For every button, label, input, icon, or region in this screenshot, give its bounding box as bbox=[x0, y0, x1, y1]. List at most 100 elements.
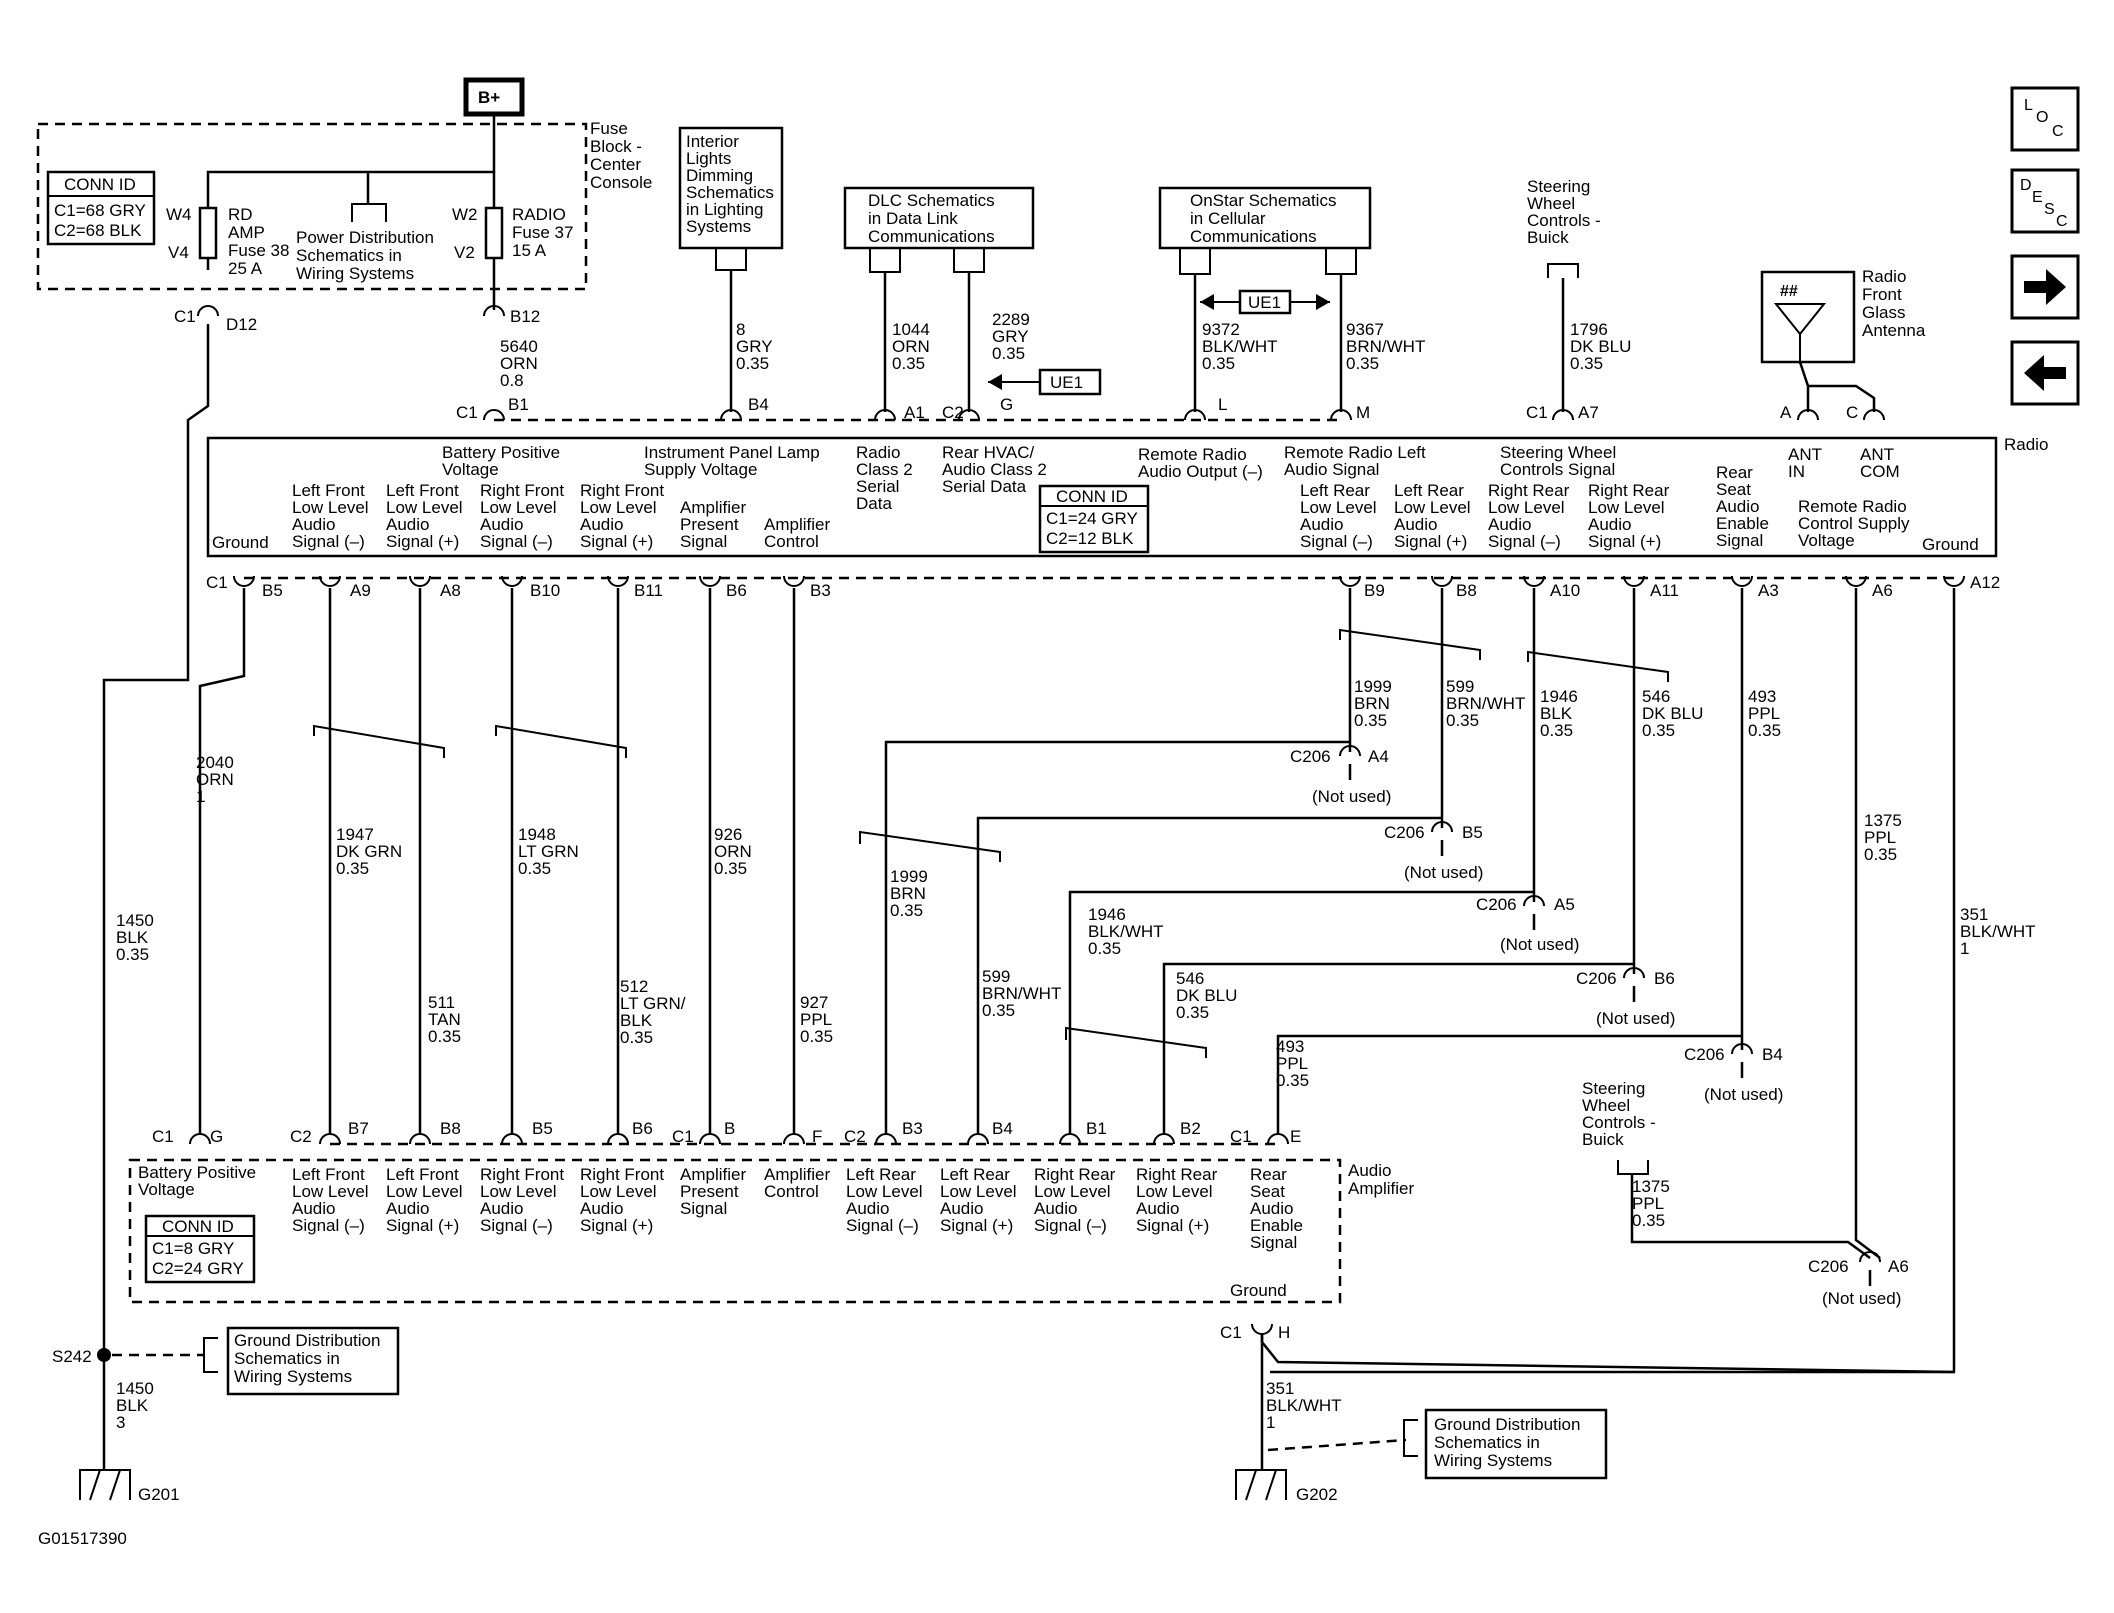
prev-page-button[interactable] bbox=[2010, 340, 2080, 406]
svg-text:C: C bbox=[2056, 213, 2068, 230]
svg-text:0.35: 0.35 bbox=[1202, 354, 1235, 373]
svg-text:Signal (–): Signal (–) bbox=[480, 1216, 553, 1235]
svg-text:546: 546 bbox=[1642, 687, 1670, 706]
svg-text:Signal (+): Signal (+) bbox=[580, 532, 653, 551]
next-page-button[interactable] bbox=[2010, 254, 2080, 320]
svg-text:Right Rear: Right Rear bbox=[1588, 481, 1670, 500]
arrow-left-icon bbox=[2024, 355, 2066, 391]
fuse-block-outline bbox=[36, 122, 588, 291]
svg-text:Communications: Communications bbox=[1190, 227, 1317, 246]
svg-text:M: M bbox=[1356, 403, 1370, 422]
svg-text:Console: Console bbox=[590, 173, 652, 192]
svg-text:PPL: PPL bbox=[1632, 1194, 1664, 1213]
svg-text:PPL: PPL bbox=[1276, 1054, 1308, 1073]
svg-text:C1=24 GRY: C1=24 GRY bbox=[1046, 509, 1138, 528]
svg-text:Signal: Signal bbox=[680, 532, 727, 551]
svg-text:0.35: 0.35 bbox=[620, 1028, 653, 1047]
svg-text:C1: C1 bbox=[152, 1127, 174, 1146]
svg-text:Low Level: Low Level bbox=[580, 498, 657, 517]
svg-text:B12: B12 bbox=[510, 307, 540, 326]
svg-text:Instrument Panel Lamp: Instrument Panel Lamp bbox=[644, 443, 820, 462]
svg-text:S242: S242 bbox=[52, 1347, 92, 1366]
ue1-marker-onstar: UE1 bbox=[1200, 289, 1330, 315]
svg-text:C1: C1 bbox=[174, 307, 196, 326]
svg-text:Schematics in: Schematics in bbox=[1434, 1433, 1540, 1452]
svg-text:DK BLU: DK BLU bbox=[1570, 337, 1631, 356]
radio-top-labels: Battery Positive Voltage Instrument Pane… bbox=[442, 443, 1900, 513]
svg-text:0.35: 0.35 bbox=[890, 901, 923, 920]
upper-wire-labels: 5640 ORN 0.8 8 GRY 0.35 1044 ORN 0.35 22… bbox=[500, 310, 1631, 390]
svg-text:Dimming: Dimming bbox=[686, 166, 753, 185]
svg-text:Low Level: Low Level bbox=[940, 1182, 1017, 1201]
svg-text:C206: C206 bbox=[1684, 1045, 1725, 1064]
svg-text:1999: 1999 bbox=[1354, 677, 1392, 696]
svg-text:Signal: Signal bbox=[680, 1199, 727, 1218]
svg-text:Right Front: Right Front bbox=[480, 481, 564, 500]
svg-text:BLK: BLK bbox=[116, 928, 149, 947]
svg-text:1: 1 bbox=[196, 787, 205, 806]
fuse-block-conn-id: CONN ID C1=68 GRY C2=68 BLK bbox=[46, 170, 156, 246]
svg-text:C1: C1 bbox=[1526, 403, 1548, 422]
steering-ref: Steering Wheel Controls - Buick bbox=[1527, 177, 1601, 278]
figure-id: G01517390 bbox=[38, 1529, 127, 1548]
svg-text:Right Rear: Right Rear bbox=[1034, 1165, 1116, 1184]
svg-text:1450: 1450 bbox=[116, 1379, 154, 1398]
svg-text:0.35: 0.35 bbox=[1354, 711, 1387, 730]
svg-text:351: 351 bbox=[1960, 905, 1988, 924]
svg-text:Audio: Audio bbox=[480, 1199, 523, 1218]
svg-text:Low Level: Low Level bbox=[1300, 498, 1377, 517]
svg-text:Fuse 37: Fuse 37 bbox=[512, 223, 573, 242]
fuse-block-title: Fuse Block - Center Console bbox=[590, 119, 652, 192]
svg-text:B8: B8 bbox=[1456, 581, 1477, 600]
svg-text:PPL: PPL bbox=[1748, 704, 1780, 723]
svg-text:Amplifier: Amplifier bbox=[764, 515, 830, 534]
svg-text:9367: 9367 bbox=[1346, 320, 1384, 339]
svg-text:Radio: Radio bbox=[856, 443, 900, 462]
b-plus-label: B+ bbox=[478, 88, 500, 107]
svg-text:Signal (–): Signal (–) bbox=[1488, 532, 1561, 551]
svg-text:E: E bbox=[1290, 1127, 1301, 1146]
svg-text:599: 599 bbox=[982, 967, 1010, 986]
svg-text:0.35: 0.35 bbox=[800, 1027, 833, 1046]
audio-amplifier-title: Audio Amplifier bbox=[1348, 1161, 1414, 1198]
svg-text:C206: C206 bbox=[1808, 1257, 1849, 1276]
svg-text:B4: B4 bbox=[748, 395, 769, 414]
svg-text:Remote Radio: Remote Radio bbox=[1798, 497, 1907, 516]
svg-text:0.8: 0.8 bbox=[500, 371, 524, 390]
svg-text:C2: C2 bbox=[942, 403, 964, 422]
svg-text:UE1: UE1 bbox=[1050, 373, 1083, 392]
svg-text:Lights: Lights bbox=[686, 149, 731, 168]
svg-text:B3: B3 bbox=[810, 581, 831, 600]
svg-text:Buick: Buick bbox=[1527, 228, 1569, 247]
svg-text:A10: A10 bbox=[1550, 581, 1580, 600]
svg-text:351: 351 bbox=[1266, 1379, 1294, 1398]
svg-text:A7: A7 bbox=[1578, 403, 1599, 422]
svg-text:Wiring Systems: Wiring Systems bbox=[234, 1367, 352, 1386]
svg-text:A8: A8 bbox=[440, 581, 461, 600]
svg-text:BLK/WHT: BLK/WHT bbox=[1202, 337, 1278, 356]
loc-button[interactable]: LOC bbox=[2010, 86, 2080, 152]
svg-text:LT GRN/: LT GRN/ bbox=[620, 994, 686, 1013]
svg-text:Audio: Audio bbox=[480, 515, 523, 534]
svg-text:0.35: 0.35 bbox=[1642, 721, 1675, 740]
svg-text:Audio: Audio bbox=[1716, 497, 1759, 516]
svg-text:Glass: Glass bbox=[1862, 303, 1905, 322]
svg-text:Amplifier: Amplifier bbox=[1348, 1179, 1414, 1198]
svg-text:1946: 1946 bbox=[1540, 687, 1578, 706]
svg-text:Serial: Serial bbox=[856, 477, 899, 496]
svg-text:Ground Distribution: Ground Distribution bbox=[234, 1331, 380, 1350]
svg-text:Signal (–): Signal (–) bbox=[1300, 532, 1373, 551]
svg-text:2040: 2040 bbox=[196, 753, 234, 772]
svg-text:Left Front: Left Front bbox=[292, 481, 365, 500]
svg-text:1947: 1947 bbox=[336, 825, 374, 844]
svg-text:GRY: GRY bbox=[992, 327, 1029, 346]
svg-text:DLC Schematics: DLC Schematics bbox=[868, 191, 995, 210]
svg-text:PPL: PPL bbox=[800, 1010, 832, 1029]
svg-text:in Lighting: in Lighting bbox=[686, 200, 764, 219]
svg-text:Steering Wheel: Steering Wheel bbox=[1500, 443, 1616, 462]
svg-text:B: B bbox=[724, 1119, 735, 1138]
svg-text:B5: B5 bbox=[532, 1119, 553, 1138]
svg-text:B4: B4 bbox=[1762, 1045, 1783, 1064]
